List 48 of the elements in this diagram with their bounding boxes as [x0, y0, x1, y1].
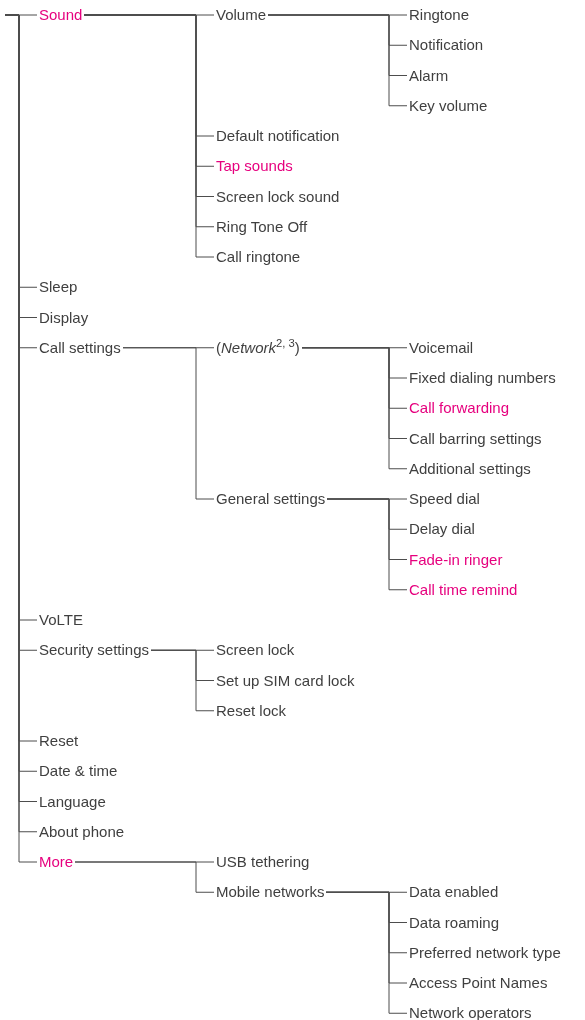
- tree-connector: [150, 649, 215, 712]
- menu-item: Alarm: [409, 65, 449, 86]
- menu-item: Fixed dialing numbers: [409, 368, 556, 388]
- menu-item: Ring Tone Off: [216, 216, 308, 237]
- menu-item: Speed dial: [409, 489, 480, 509]
- menu-item: USB tethering: [216, 852, 310, 872]
- menu-item: Call ringtone: [216, 247, 301, 267]
- menu-item: Security settings: [39, 640, 150, 661]
- menu-item: Call forwarding: [409, 398, 510, 419]
- menu-item: VoLTE: [39, 610, 83, 630]
- menu-item: Additional settings: [409, 458, 531, 479]
- menu-item: Reset lock: [216, 700, 287, 721]
- menu-item: Sleep: [39, 277, 78, 298]
- menu-item: Mobile networks: [216, 882, 325, 903]
- menu-item: (Network$^{2, 3}$): [216, 337, 300, 358]
- menu-item: Sound: [39, 5, 83, 25]
- menu-item: Date & time: [39, 761, 118, 782]
- menu-item: Display: [39, 307, 89, 328]
- menu-item: Ringtone: [409, 5, 470, 25]
- tree-connector: [122, 347, 215, 500]
- menu-item: Language: [39, 791, 106, 812]
- menu-item: Default notification: [216, 126, 340, 146]
- tree-connector: [325, 891, 408, 1014]
- menu-item: Call settings: [39, 337, 121, 358]
- menu-item: Reset: [39, 731, 79, 751]
- menu-item: More: [39, 852, 74, 872]
- menu-item: Delay dial: [409, 519, 475, 540]
- menu-item: Voicemail: [409, 337, 474, 358]
- menu-item: Volume: [216, 5, 267, 25]
- menu-item: General settings: [216, 489, 326, 509]
- menu-item: Screen lock: [216, 640, 295, 661]
- menu-item: Preferred network type: [409, 942, 561, 963]
- menu-item: Set up SIM card lock: [216, 670, 355, 691]
- menu-item: Data enabled: [409, 882, 499, 903]
- menu-item: Screen lock sound: [216, 186, 340, 207]
- menu-item: Fade-in ringer: [409, 549, 503, 570]
- menu-item: Call barring settings: [409, 428, 542, 449]
- tree-connector: [267, 14, 408, 107]
- menu-item: Tap sounds: [216, 156, 293, 177]
- menu-item: Data roaming: [409, 912, 500, 933]
- menu-item: Access Point Names: [409, 973, 548, 993]
- tree-connector: [74, 861, 215, 893]
- menu-item: Call time remind: [409, 579, 518, 600]
- tree-connector: [326, 498, 408, 591]
- menu-item: About phone: [39, 821, 125, 842]
- tree-connector: [301, 347, 408, 470]
- menu-item: Notification: [409, 35, 484, 56]
- menu-item: Key volume: [409, 95, 488, 116]
